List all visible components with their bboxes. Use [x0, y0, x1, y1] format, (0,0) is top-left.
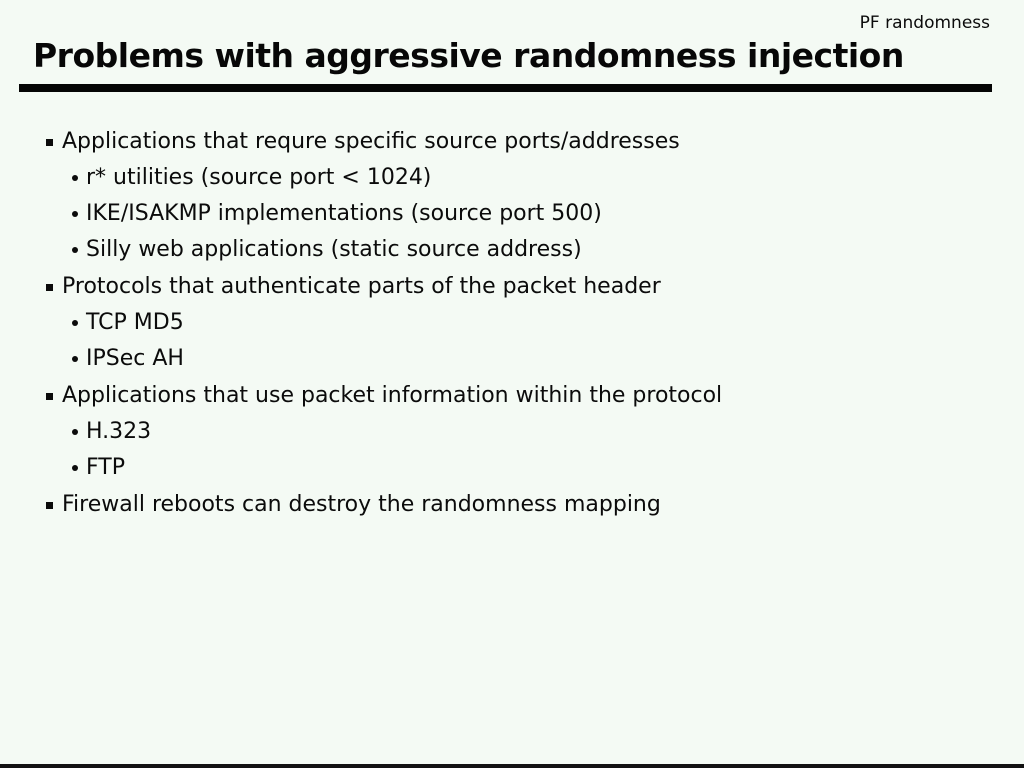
bullet-text: Applications that requre specific source… [62, 129, 680, 154]
bullet-dot-icon [72, 465, 78, 471]
bullet-dot-icon [72, 175, 78, 181]
list-item: Applications that use packet information… [0, 378, 1024, 414]
bullet-text: r* utilities (source port < 1024) [86, 165, 432, 190]
screen-bottom-edge [0, 764, 1024, 768]
list-item: Applications that requre specific source… [0, 124, 1024, 160]
bullet-square-icon [46, 501, 53, 509]
bullet-text: IPSec AH [86, 346, 184, 371]
bullet-dot-icon [72, 247, 78, 253]
bullet-square-icon [46, 138, 53, 146]
slide-corner-label: PF randomness [859, 13, 990, 33]
bullet-text: Protocols that authenticate parts of the… [62, 274, 661, 299]
list-item: Protocols that authenticate parts of the… [0, 269, 1024, 305]
bullet-text: H.323 [86, 419, 152, 444]
list-subitem: FTP [0, 450, 1024, 486]
bullet-dot-icon [72, 211, 78, 217]
bullet-square-icon [46, 283, 53, 291]
bullet-text: Silly web applications (static source ad… [86, 237, 582, 262]
bullet-text: TCP MD5 [86, 310, 184, 335]
title-underline-rule [19, 84, 992, 92]
bullet-text: FTP [86, 455, 125, 480]
list-subitem: IKE/ISAKMP implementations (source port … [0, 196, 1024, 232]
list-subitem: Silly web applications (static source ad… [0, 232, 1024, 268]
bullet-text: IKE/ISAKMP implementations (source port … [86, 201, 602, 226]
list-subitem: IPSec AH [0, 341, 1024, 377]
bullet-text: Applications that use packet information… [62, 383, 723, 408]
list-subitem: r* utilities (source port < 1024) [0, 160, 1024, 196]
bullet-text: Firewall reboots can destroy the randomn… [62, 492, 661, 517]
slide-title: Problems with aggressive randomness inje… [33, 36, 904, 75]
bullet-dot-icon [72, 429, 78, 435]
list-item: Firewall reboots can destroy the randomn… [0, 487, 1024, 523]
bullet-square-icon [46, 392, 53, 400]
bullet-list: Applications that requre specific source… [0, 124, 1024, 523]
list-subitem: TCP MD5 [0, 305, 1024, 341]
bullet-dot-icon [72, 320, 78, 326]
list-subitem: H.323 [0, 414, 1024, 450]
bullet-dot-icon [72, 356, 78, 362]
